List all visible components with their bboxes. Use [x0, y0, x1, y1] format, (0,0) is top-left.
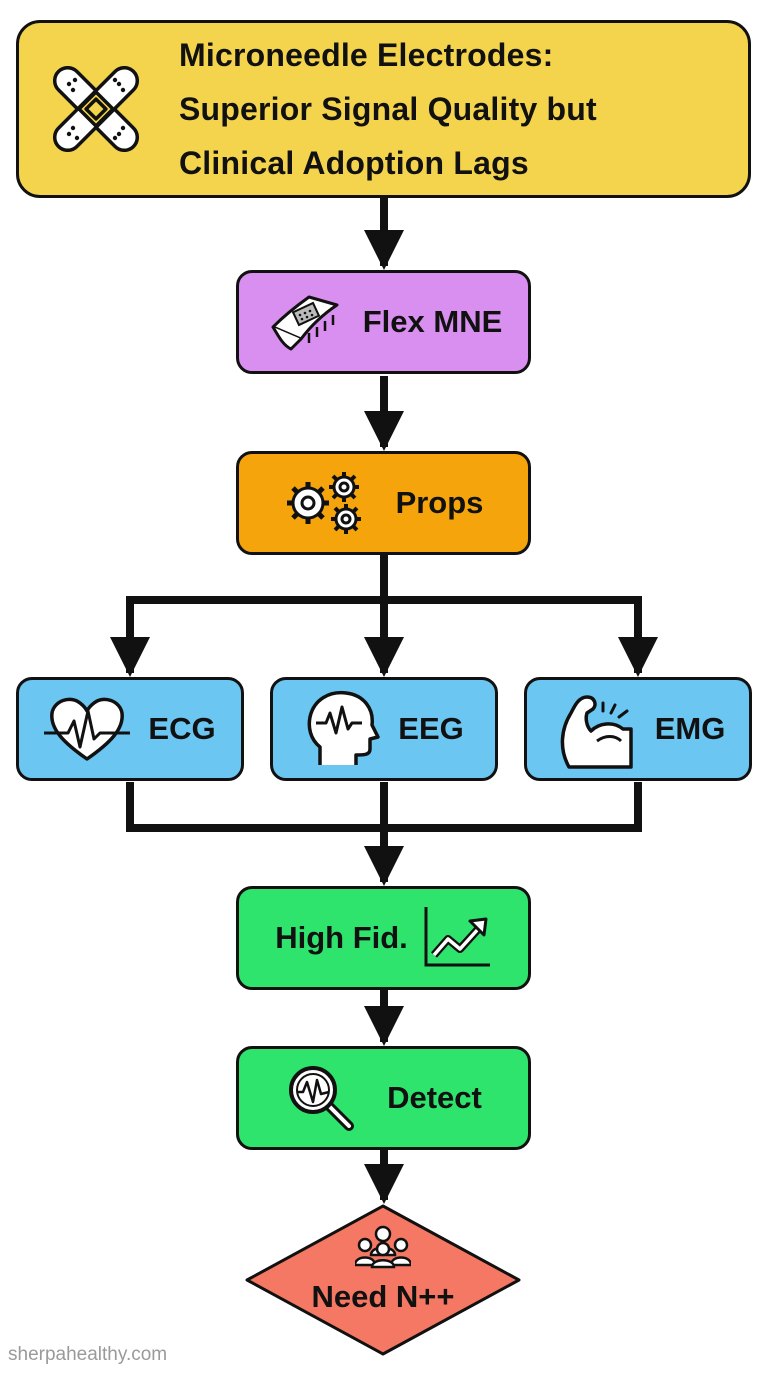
heart-pulse-icon [44, 697, 131, 761]
need-label: Need N++ [311, 1279, 455, 1314]
detect-node: Detect [236, 1046, 531, 1150]
trend-chart-icon [424, 907, 490, 967]
microneedle-patch-icon [271, 295, 339, 351]
watermark: sherpahealthy.com [8, 1344, 168, 1365]
flex-mne-node: Flex MNE [236, 270, 531, 374]
emg-node: EMG [524, 677, 752, 781]
emg-label: EMG [654, 711, 726, 746]
high-fid-label: High Fid. [275, 920, 408, 955]
people-group-icon [355, 1225, 411, 1269]
head-brainwave-icon [307, 690, 381, 765]
title-line-1: Microneedle Electrodes: [179, 37, 554, 73]
decision-diamond [245, 1204, 521, 1356]
detect-label: Detect [387, 1080, 482, 1115]
title-box: Microneedle Electrodes: Superior Signal … [16, 20, 751, 198]
need-decision-node: Need N++ [244, 1203, 522, 1357]
flex-mne-label: Flex MNE [362, 304, 503, 339]
ecg-node: ECG [16, 677, 244, 781]
diagram-title: Microneedle Electrodes: Superior Signal … [179, 28, 597, 190]
high-fid-node: High Fid. [236, 886, 531, 990]
bandage-icon [53, 66, 139, 152]
props-node: Props [236, 451, 531, 555]
title-line-2: Superior Signal Quality but [179, 91, 597, 127]
flexed-arm-icon [560, 695, 633, 769]
gears-icon [286, 472, 361, 534]
title-line-3: Clinical Adoption Lags [179, 145, 529, 181]
eeg-node: EEG [270, 677, 498, 781]
magnifier-signal-icon [289, 1066, 355, 1131]
props-label: Props [395, 485, 484, 520]
eeg-label: EEG [398, 711, 464, 746]
ecg-label: ECG [148, 711, 216, 746]
